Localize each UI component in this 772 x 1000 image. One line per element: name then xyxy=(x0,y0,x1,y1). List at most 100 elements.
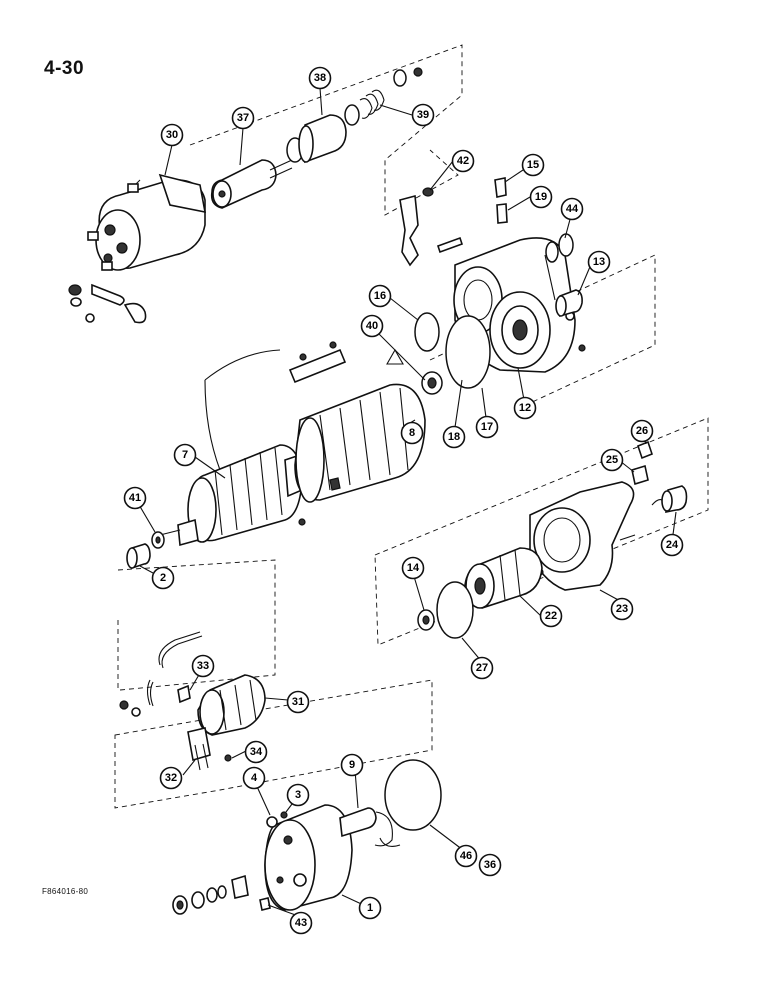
svg-text:14: 14 xyxy=(407,562,420,574)
callout-16: 16 xyxy=(368,284,392,308)
callout-37: 37 xyxy=(231,106,255,130)
svg-text:16: 16 xyxy=(374,290,386,302)
svg-text:7: 7 xyxy=(182,449,188,461)
small-plugs xyxy=(266,811,288,828)
callout-18: 18 xyxy=(442,425,466,449)
drive-pinion xyxy=(464,547,543,609)
terminal-stud xyxy=(339,759,442,847)
callout-38: 38 xyxy=(308,66,332,90)
callout-1: 1 xyxy=(358,896,382,920)
solenoid-assembly xyxy=(87,173,207,271)
solenoid-hardware xyxy=(68,283,147,324)
callout-39: 39 xyxy=(411,103,435,127)
svg-text:12: 12 xyxy=(519,402,531,414)
svg-text:39: 39 xyxy=(417,109,429,121)
callout-17: 17 xyxy=(475,415,499,439)
leader-lines xyxy=(134,87,677,918)
svg-text:17: 17 xyxy=(481,421,493,433)
brush-holder xyxy=(177,674,266,736)
svg-text:23: 23 xyxy=(616,603,628,615)
triangle-mark xyxy=(386,348,404,365)
svg-text:46: 46 xyxy=(460,850,472,862)
svg-text:42: 42 xyxy=(457,155,469,167)
drive-housing xyxy=(453,237,586,373)
callout-34: 34 xyxy=(244,740,268,764)
svg-text:18: 18 xyxy=(448,431,460,443)
svg-text:9: 9 xyxy=(349,759,355,771)
svg-text:43: 43 xyxy=(295,917,307,929)
svg-text:38: 38 xyxy=(314,72,326,84)
callout-43: 43 xyxy=(289,911,313,935)
callout-46: 46 xyxy=(454,844,478,868)
callout-12: 12 xyxy=(513,396,537,420)
svg-text:40: 40 xyxy=(366,320,378,332)
shift-lever xyxy=(399,187,464,267)
svg-text:19: 19 xyxy=(535,191,547,203)
svg-text:31: 31 xyxy=(292,696,304,708)
callout-24: 24 xyxy=(660,533,684,557)
callout-13: 13 xyxy=(587,250,611,274)
armature xyxy=(159,349,331,547)
svg-text:44: 44 xyxy=(566,203,579,215)
callout-3: 3 xyxy=(286,783,310,807)
callout-26: 26 xyxy=(630,419,654,443)
callout-27: 27 xyxy=(470,656,494,680)
callout-25: 25 xyxy=(600,448,624,472)
terminal-hardware xyxy=(172,874,271,915)
callout-15: 15 xyxy=(521,153,545,177)
callout-33: 33 xyxy=(191,654,215,678)
drive-spring xyxy=(286,67,423,164)
svg-text:24: 24 xyxy=(666,539,679,551)
svg-text:37: 37 xyxy=(237,112,249,124)
svg-text:41: 41 xyxy=(129,492,141,504)
svg-text:2: 2 xyxy=(160,572,166,584)
brush-leads xyxy=(119,631,203,717)
svg-text:34: 34 xyxy=(250,746,263,758)
svg-text:3: 3 xyxy=(295,789,301,801)
svg-text:30: 30 xyxy=(166,129,178,141)
svg-text:32: 32 xyxy=(165,772,177,784)
callout-9: 9 xyxy=(340,753,364,777)
callout-32: 32 xyxy=(159,766,183,790)
callout-36: 36 xyxy=(478,853,502,877)
svg-text:13: 13 xyxy=(593,256,605,268)
svg-text:27: 27 xyxy=(476,662,488,674)
figure-code: F864016-80 xyxy=(42,887,89,896)
callout-22: 22 xyxy=(539,604,563,628)
frame-plate xyxy=(288,341,347,384)
svg-text:1: 1 xyxy=(367,902,373,914)
svg-text:25: 25 xyxy=(606,454,618,466)
svg-text:36: 36 xyxy=(484,859,496,871)
callout-8: 8 xyxy=(400,421,424,445)
svg-text:22: 22 xyxy=(545,610,557,622)
svg-text:15: 15 xyxy=(527,159,539,171)
callout-40: 40 xyxy=(360,314,384,338)
end-pins xyxy=(631,440,688,513)
screw-and-pin xyxy=(494,177,508,224)
plunger xyxy=(210,159,293,209)
nose-washer-oring xyxy=(417,581,474,639)
group-boxes xyxy=(114,44,709,809)
washer-and-bushing xyxy=(126,531,165,570)
callout-44: 44 xyxy=(560,197,584,221)
nose-housing xyxy=(529,481,636,591)
brushes xyxy=(187,727,232,771)
svg-text:4: 4 xyxy=(251,772,258,784)
callout-14: 14 xyxy=(401,556,425,580)
callout-42: 42 xyxy=(451,149,475,173)
callout-2: 2 xyxy=(151,566,175,590)
callout-19: 19 xyxy=(529,185,553,209)
svg-text:26: 26 xyxy=(636,425,648,437)
field-frame xyxy=(294,383,426,526)
commutator-end-frame xyxy=(264,804,353,911)
callout-23: 23 xyxy=(610,597,634,621)
svg-text:8: 8 xyxy=(409,427,415,439)
callouts: 30 37 38 39 42 15 19 44 13 16 40 8 18 17… xyxy=(123,66,684,935)
callout-31: 31 xyxy=(286,690,310,714)
callout-7: 7 xyxy=(173,443,197,467)
callout-4: 4 xyxy=(242,766,266,790)
callout-41: 41 xyxy=(123,486,147,510)
svg-text:33: 33 xyxy=(197,660,209,672)
page-number: 4-30 xyxy=(44,58,85,79)
